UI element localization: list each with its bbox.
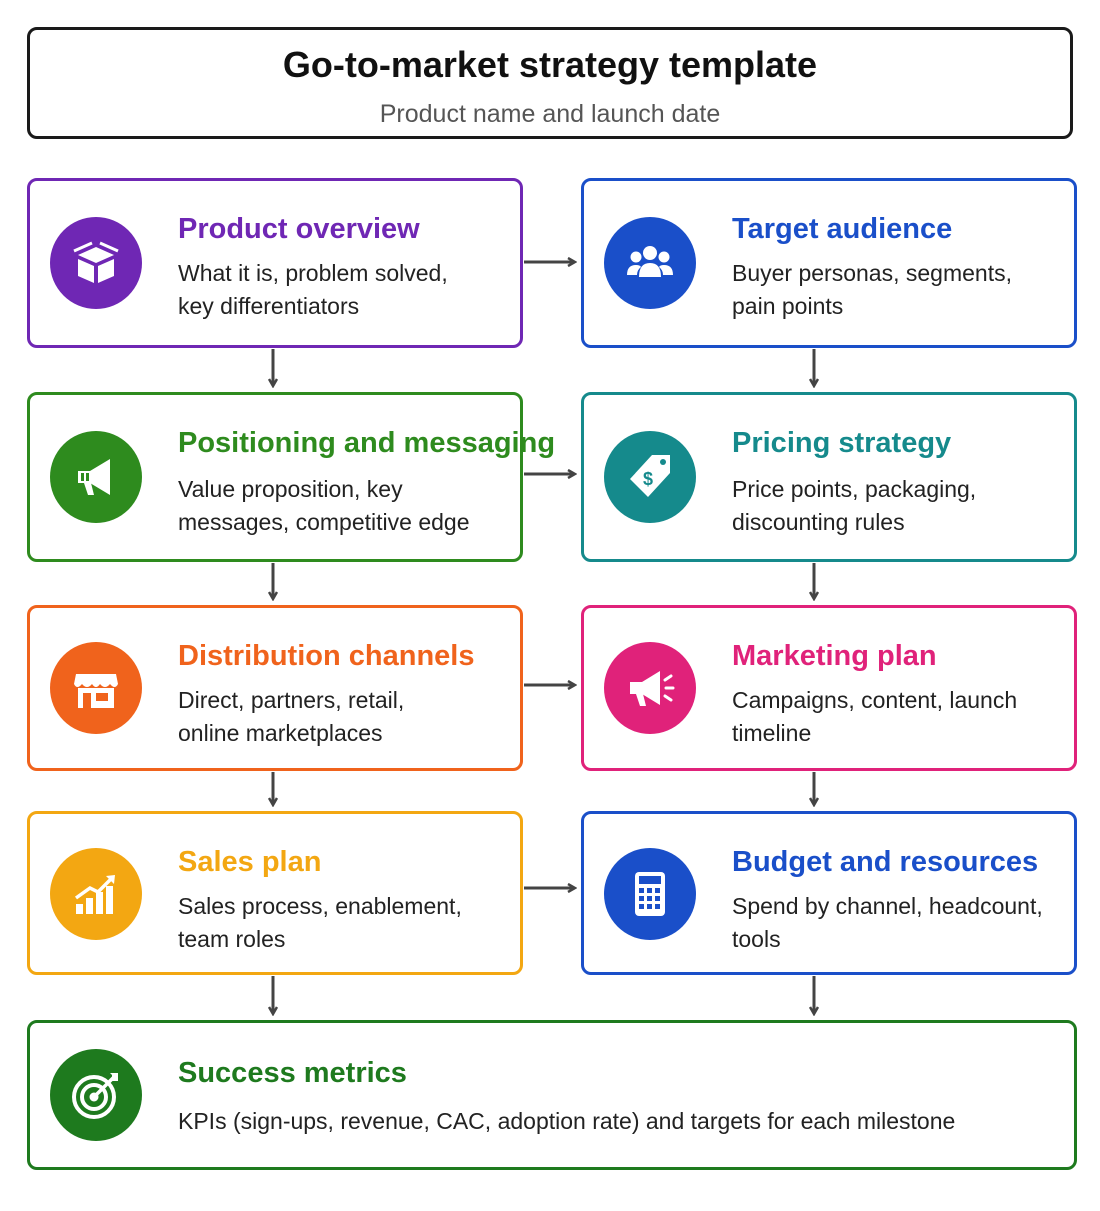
box-icon: [50, 217, 142, 309]
card-title: Distribution channels: [178, 640, 475, 672]
description-line: tools: [732, 926, 781, 952]
description-line: What it is, problem solved,: [178, 260, 448, 286]
card-title: Positioning and messaging: [178, 427, 556, 459]
page-title: Go-to-market strategy template: [282, 44, 818, 85]
description-line: Sales process, enablement,: [178, 893, 462, 919]
card-sales-plan: Sales plan Sales process, enablement, te…: [27, 811, 523, 975]
growth-chart-icon: [50, 848, 142, 940]
card-title: Pricing strategy: [732, 427, 952, 459]
card-title: Sales plan: [178, 846, 322, 878]
svg-text:$: $: [643, 469, 653, 489]
description-line: Direct, partners, retail,: [178, 687, 405, 713]
description-line: Buyer personas, segments,: [732, 260, 1012, 286]
description-line: discounting rules: [732, 509, 905, 535]
card-title: Budget and resources: [732, 846, 1039, 878]
megaphone-icon: [604, 642, 696, 734]
target-icon: [50, 1049, 142, 1141]
card-product-overview: Product overview What it is, problem sol…: [27, 178, 523, 348]
description-line: messages, competitive edge: [178, 509, 470, 535]
card-marketing-plan: Marketing plan Campaigns, content, launc…: [581, 605, 1077, 771]
description-line: timeline: [732, 720, 812, 746]
title-box: Go-to-market strategy template Product n…: [27, 27, 1073, 139]
card-title: Success metrics: [178, 1057, 407, 1089]
description-line: Price points, packaging,: [732, 476, 977, 502]
card-success-metrics: Success metrics KPIs (sign-ups, revenue,…: [27, 1020, 1077, 1170]
card-title: Target audience: [732, 213, 953, 245]
description-line: key differentiators: [178, 293, 360, 319]
calculator-icon: [604, 848, 696, 940]
card-title: Product overview: [178, 213, 420, 245]
storefront-icon: [50, 642, 142, 734]
description-line: Value proposition, key: [178, 476, 403, 502]
card-target-audience: Target audience Buyer personas, segments…: [581, 178, 1077, 348]
description-line: Campaigns, content, launch: [732, 687, 1018, 713]
description-line: Spend by channel, headcount,: [732, 893, 1043, 919]
card-description: Value proposition, key messages, competi…: [178, 473, 498, 539]
card-description: Sales process, enablement, team roles: [178, 890, 498, 956]
card-pricing-strategy: $ Pricing strategy Price points, packagi…: [581, 392, 1077, 562]
price-tag-icon: $: [604, 431, 696, 523]
card-description: Campaigns, content, launch timeline: [732, 684, 1052, 750]
megaphone-icon: [50, 431, 142, 523]
card-distribution-channels: Distribution channels Direct, partners, …: [27, 605, 523, 771]
users-icon: [604, 217, 696, 309]
card-description: Spend by channel, headcount, tools: [732, 890, 1052, 956]
card-description: KPIs (sign-ups, revenue, CAC, adoption r…: [178, 1108, 956, 1134]
card-title: Marketing plan: [732, 640, 937, 672]
card-description: Price points, packaging, discounting rul…: [732, 473, 1052, 539]
description-line: team roles: [178, 926, 286, 952]
description-line: online marketplaces: [178, 720, 383, 746]
card-description: Direct, partners, retail, online marketp…: [178, 684, 498, 750]
card-description: What it is, problem solved, key differen…: [178, 257, 498, 323]
description-line: pain points: [732, 293, 844, 319]
card-budget-resources: Budget and resources Spend by channel, h…: [581, 811, 1077, 975]
card-positioning-messaging: Positioning and messaging Value proposit…: [27, 392, 555, 562]
card-description: Buyer personas, segments, pain points: [732, 257, 1052, 323]
page-subtitle: Product name and launch date: [379, 100, 721, 128]
